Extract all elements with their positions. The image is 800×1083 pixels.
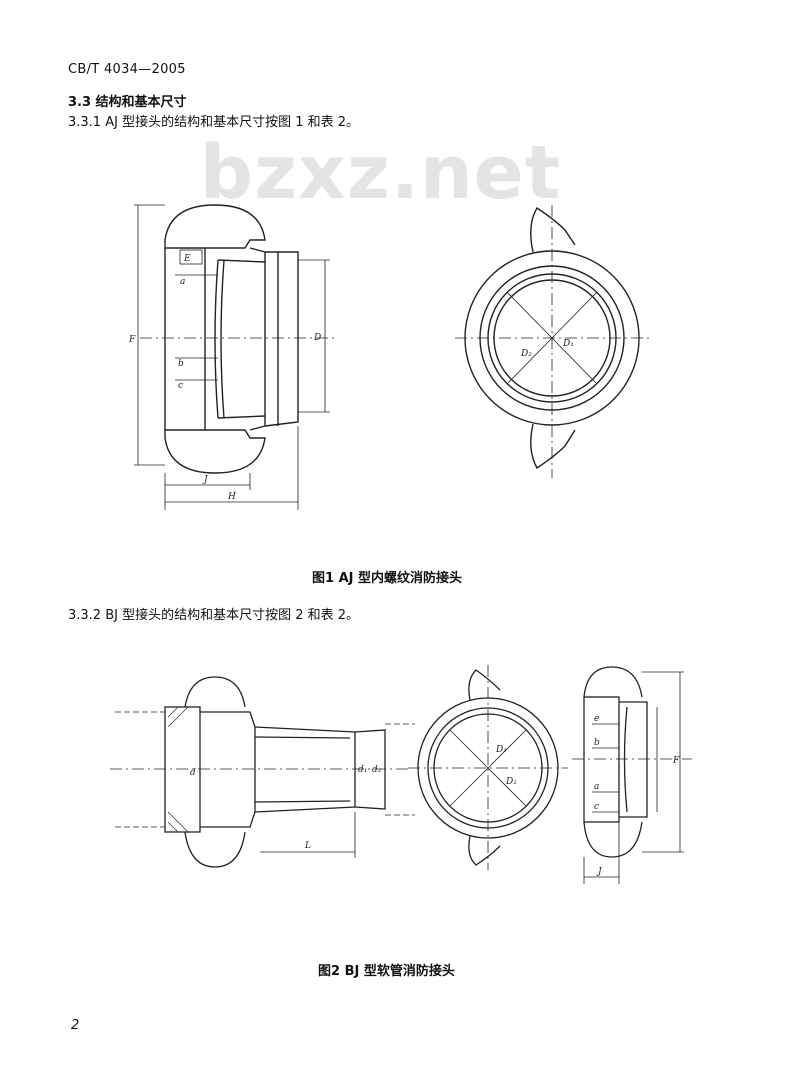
fig2-label-d1: d₁ <box>358 765 367 775</box>
fig2-label-d: d <box>190 768 196 778</box>
figure1-side-view: E a F b c D J H <box>128 204 335 510</box>
fig1-label-D1: D₁ <box>562 339 574 349</box>
fig2-label-D1: D₁ <box>495 745 507 755</box>
fig1-label-F: F <box>128 335 136 345</box>
figure1-caption: 图1 AJ 型内螺纹消防接头 <box>312 571 462 586</box>
fig1-label-D: D <box>313 333 321 343</box>
figure2-side-view: e b a c F J <box>572 666 692 884</box>
fig2-label-F: F <box>672 756 680 766</box>
watermark: bzxz.net <box>200 130 562 216</box>
fig1-label-H: H <box>227 492 236 502</box>
fig1-label-a: a <box>180 277 185 287</box>
fig2-label-d2: d₂ <box>372 765 382 775</box>
fig1-label-c: c <box>178 381 183 391</box>
fig2-label-J: J <box>596 867 603 877</box>
fig2-label-D2: D₂ <box>505 777 517 787</box>
fig1-label-b: b <box>178 359 184 369</box>
fig1-label-J: J <box>202 475 209 485</box>
figure1-front-view: D₂ D₁ <box>455 205 650 478</box>
section-3-3-1-text: 3.3.1 AJ 型接头的结构和基本尺寸按图 1 和表 2。 <box>68 115 360 130</box>
section-3-3-2-text: 3.3.2 BJ 型接头的结构和基本尺寸按图 2 和表 2。 <box>68 608 360 623</box>
fig1-label-D2: D₂ <box>520 349 532 359</box>
standard-code-header: CB/T 4034—2005 <box>68 62 186 77</box>
figure2-front-view: D₁ D₂ <box>408 665 568 870</box>
fig2-label-b: b <box>594 738 600 748</box>
figure2-caption: 图2 BJ 型软管消防接头 <box>318 964 455 979</box>
section-3-3-heading: 3.3 结构和基本尺寸 <box>68 95 187 110</box>
fig1-label-E: E <box>183 254 191 264</box>
page-number: 2 <box>71 1018 80 1033</box>
fig2-label-c: c <box>594 802 599 812</box>
figure2-section-view: d d₁ d₂ L <box>110 676 415 868</box>
fig2-label-e: e <box>594 714 599 724</box>
fig2-label-a: a <box>594 782 599 792</box>
fig2-label-L: L <box>304 841 311 851</box>
